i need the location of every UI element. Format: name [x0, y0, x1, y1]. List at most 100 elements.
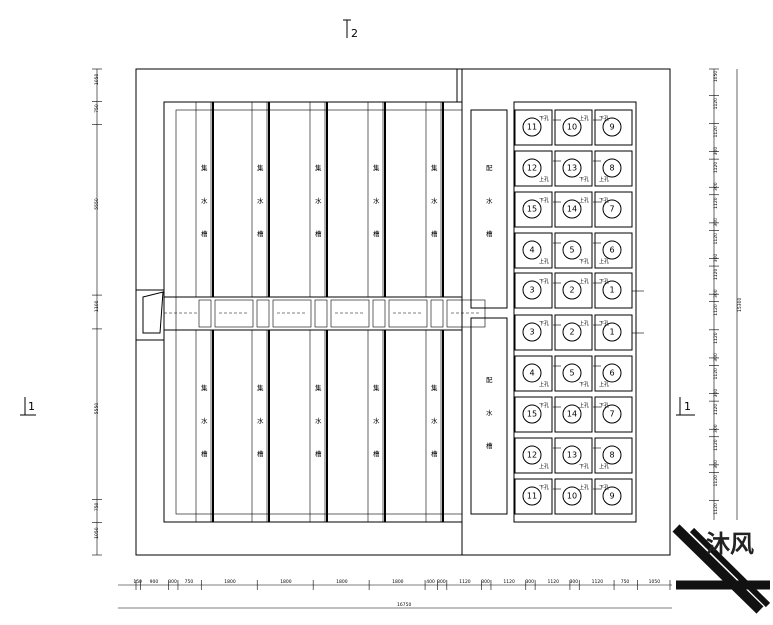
cell-marker [602, 158, 622, 178]
flocculation-cell [594, 478, 633, 515]
right-total-label: 15300 [737, 298, 743, 312]
trough-label: 集 [431, 163, 438, 172]
cell-number: 7 [609, 205, 614, 214]
right-dim-label: 1120 [713, 475, 719, 487]
cell-marker [522, 240, 542, 260]
cell-number: 8 [609, 451, 614, 460]
flocculation-cell [554, 150, 593, 187]
distribution-label: 水 [486, 408, 493, 417]
flocculation-cell [514, 272, 553, 309]
cell-number: 4 [529, 246, 534, 255]
cell-marker [602, 404, 622, 424]
section-mark-right-label: 1 [684, 400, 691, 413]
flow-tag: 上孔 [579, 278, 589, 285]
cell-number: 13 [567, 164, 577, 173]
flocculation-cell [594, 191, 633, 228]
flocculation-cell [594, 109, 633, 146]
bottom-dim-label: 300 [168, 579, 177, 585]
right-dim-label: 300 [713, 147, 719, 156]
trough-label: 水 [315, 416, 322, 425]
cell-marker [602, 445, 622, 465]
bottom-dim-label: 300 [481, 579, 490, 585]
flow-tag: 下孔 [599, 115, 609, 122]
flow-tag: 上孔 [539, 176, 549, 183]
cell-number: 12 [527, 451, 537, 460]
flow-tag: 下孔 [599, 484, 609, 491]
flocculation-cell [514, 314, 553, 351]
trough-label: 槽 [257, 449, 264, 458]
left-dim-label: 750 [94, 502, 100, 511]
trough-label: 水 [257, 196, 264, 205]
cell-marker [602, 117, 622, 137]
cell-number: 10 [567, 492, 577, 501]
cell-marker [522, 158, 542, 178]
right-dim-label: 1120 [713, 233, 719, 245]
cell-number: 1 [609, 328, 614, 337]
channel-box [314, 299, 328, 328]
trough-label: 集 [315, 163, 322, 172]
channel-box [446, 299, 486, 328]
left-dim-label: 1100 [94, 300, 100, 312]
right-dim-label: 1120 [713, 332, 719, 344]
bottom-dim-label: 300 [525, 579, 534, 585]
cell-number: 13 [567, 451, 577, 460]
right-dim-label: 1120 [713, 503, 719, 515]
bottom-dim-label: 1120 [459, 579, 471, 585]
cell-marker [562, 240, 582, 260]
cell-number: 2 [569, 328, 574, 337]
right-dim-label: 300 [713, 254, 719, 263]
flow-tag: 下孔 [539, 320, 549, 327]
cell-number: 1 [609, 286, 614, 295]
flocculation-cell [554, 232, 593, 269]
trough-label: 水 [201, 196, 208, 205]
flocculation-cell [594, 355, 633, 392]
right-dim-label: 300 [713, 353, 719, 362]
flow-tag: 下孔 [539, 484, 549, 491]
left-dim-label: 5550 [94, 403, 100, 415]
trough-label: 槽 [315, 449, 322, 458]
cell-number: 5 [569, 246, 574, 255]
inlet-channel [163, 296, 463, 331]
flocculation-cell [554, 355, 593, 392]
distribution-label: 配 [486, 376, 493, 384]
bottom-dim-label: 300 [570, 579, 579, 585]
outer-basin-wall [135, 68, 671, 556]
right-dim-label: 1050 [713, 71, 719, 83]
flocculation-cells: 11下孔10上孔9下孔12上孔13下孔8上孔15下孔14上孔7下孔4上孔5下孔6… [514, 109, 644, 515]
trough-label: 槽 [257, 229, 264, 238]
flocculation-cell [554, 272, 593, 309]
section-mark-right: 1 [676, 397, 695, 416]
section-mark-top: 2 [343, 19, 358, 40]
flocculation-cell [554, 396, 593, 433]
bottom-dim-label: 1120 [548, 579, 560, 585]
right-dim-label: 300 [713, 218, 719, 227]
cell-number: 5 [569, 369, 574, 378]
cell-number: 10 [567, 123, 577, 132]
trough-label: 集 [373, 163, 380, 172]
flocculation-cell [514, 355, 553, 392]
section-mark-left: 1 [20, 397, 36, 416]
trough-label: 集 [257, 383, 264, 392]
trough-label: 槽 [315, 229, 322, 238]
trough-label: 集 [315, 383, 322, 392]
channel-box [330, 299, 370, 328]
flow-tag: 下孔 [579, 176, 589, 183]
distribution-trough [470, 109, 508, 309]
flow-tag: 下孔 [579, 258, 589, 265]
right-dim-label: 1120 [713, 98, 719, 110]
channel-box [430, 299, 444, 328]
inlet-box-shape [142, 291, 164, 334]
cell-number: 8 [609, 164, 614, 173]
trough-label: 水 [431, 416, 438, 425]
flocculation-cell [594, 314, 633, 351]
bottom-dim-label: 300 [437, 579, 446, 585]
flocculation-cell [554, 109, 593, 146]
cell-marker [602, 199, 622, 219]
cell-marker [522, 117, 542, 137]
bottom-dim-label: 1800 [392, 579, 404, 585]
cell-number: 2 [569, 286, 574, 295]
cell-marker [522, 404, 542, 424]
cell-marker [522, 486, 542, 506]
bottom-dim-label: 750 [621, 579, 630, 585]
